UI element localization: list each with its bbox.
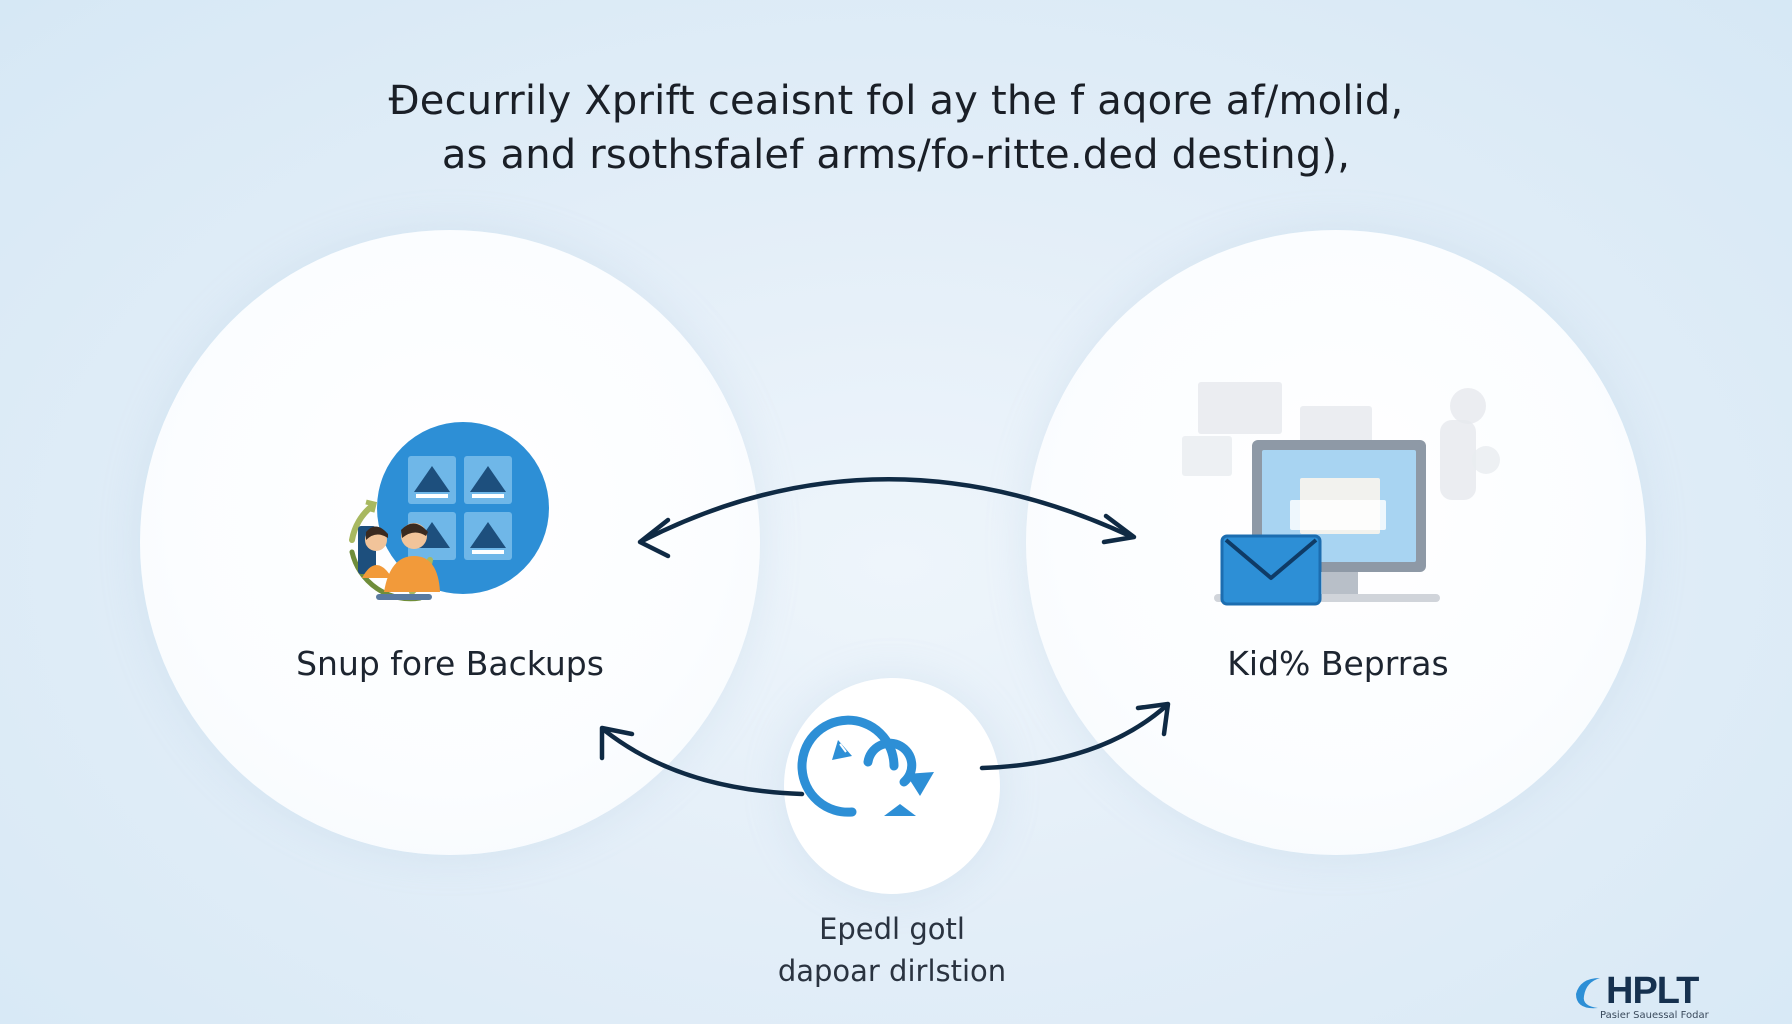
bottom-left-arrow [601,727,805,797]
sync-node-label-line-2: dapoar dirlstion [777,954,1007,988]
headline: Đecurrily Xprift ceaisnt fol ay the f aq… [196,74,1596,182]
logo-text: HPLT [1606,970,1699,1012]
backups-node-label: Snup fore Backups [296,644,604,683]
logo-swoosh-icon [1576,978,1600,1009]
sync-icon [797,715,934,817]
logo-subtext: Pasier Sauessal Fodar [1600,1010,1709,1021]
sync-node-label-line-1: Epedl gotl [819,912,965,946]
backup-gallery-icon [349,422,549,602]
top-arrowhead-right [1101,513,1137,545]
monitor-email-icon [1182,382,1500,606]
brand-logo: HPLT Pasier Sauessal Fodar [1570,970,1770,1021]
bottom-right-arrowhead [1135,701,1171,737]
bottom-left-arrowhead [599,725,635,761]
headline-line-1: Đecurrily Xprift ceaisnt fol ay the f aq… [388,78,1404,124]
destination-node-label: Kid% Beprras [1227,644,1449,683]
sync-node-label: Epedl gotl dapoar dirlstion [692,908,1092,992]
top-bidirectional-arrow [639,477,1133,544]
headline-line-2: as and rsothsfalef arms/fo-ritte.ded des… [441,132,1351,178]
bottom-right-arrow [979,703,1169,771]
top-arrowhead-left [637,517,671,559]
sync-node-circle [784,678,1000,894]
